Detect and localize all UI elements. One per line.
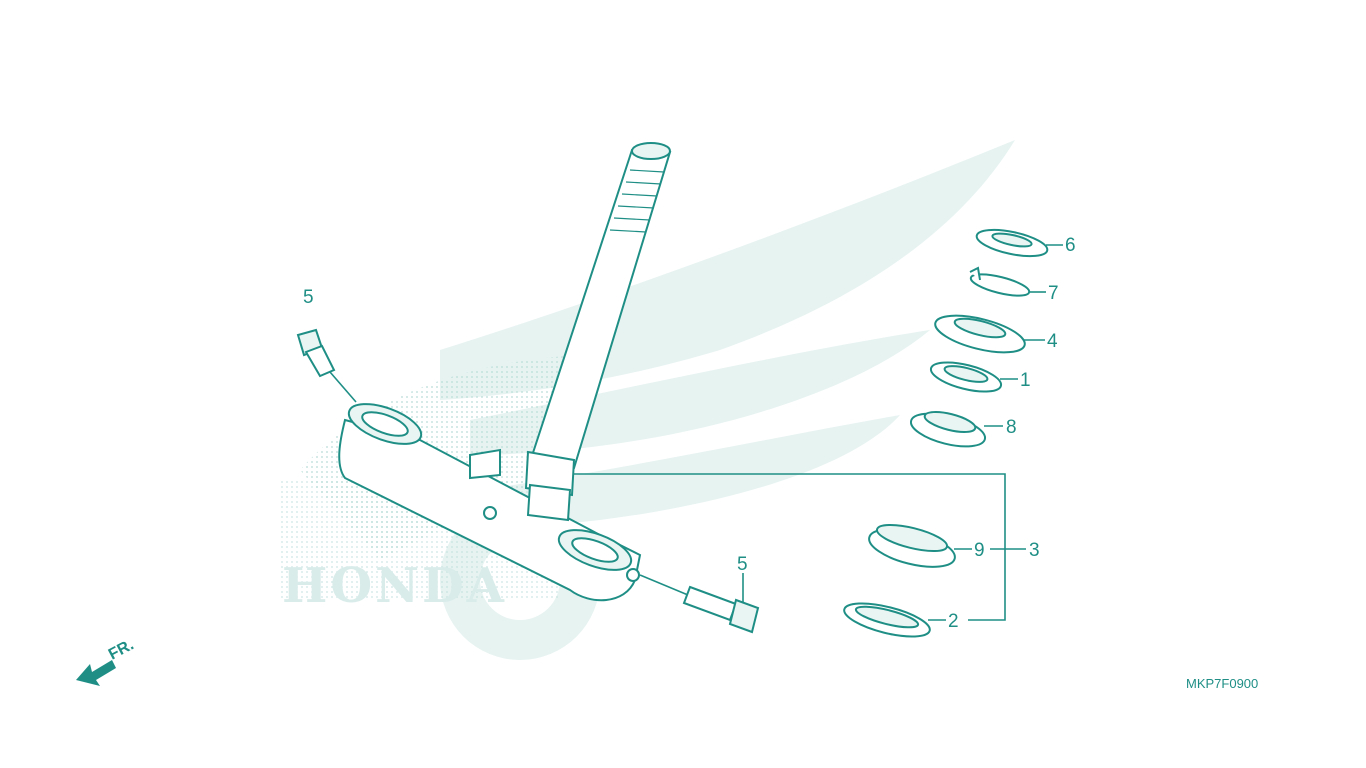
lower-bearing (868, 523, 972, 568)
upper-bearing (909, 411, 1003, 448)
callout-label-adjust-nut: 4 (1047, 331, 1058, 352)
honda-watermark-text: HONDA (282, 558, 507, 614)
adjusting-nut (934, 314, 1045, 354)
front-arrow-icon (76, 660, 116, 686)
dust-seal (929, 361, 1018, 393)
front-indicator-label: FR. (106, 636, 137, 663)
flange-bolt-lower (639, 573, 760, 634)
callout-label-lower-race: 2 (948, 611, 959, 632)
steering-stem (524, 142, 672, 497)
callout-label-washer: 7 (1048, 283, 1059, 304)
lower-triple-clamp (338, 403, 642, 602)
callout-label-bolt-lower: 5 (737, 554, 748, 575)
steering-stem-nut (975, 228, 1063, 258)
callout-label-lower-bearing: 9 (974, 540, 985, 561)
lower-race (843, 602, 946, 638)
callout-label-nut: 6 (1065, 235, 1076, 256)
diagram-code: MKP7F0900 (1186, 676, 1258, 691)
callout-label-upper-bearing: 8 (1006, 417, 1017, 438)
flange-bolt-upper (296, 328, 357, 403)
callout-label-bolt-upper: 5 (303, 287, 314, 308)
callout-label-dust-seal: 1 (1020, 370, 1031, 391)
lock-washer (969, 266, 1046, 297)
bearing-set-bracket (574, 473, 1026, 621)
callout-label-bearing-set: 3 (1029, 540, 1040, 561)
